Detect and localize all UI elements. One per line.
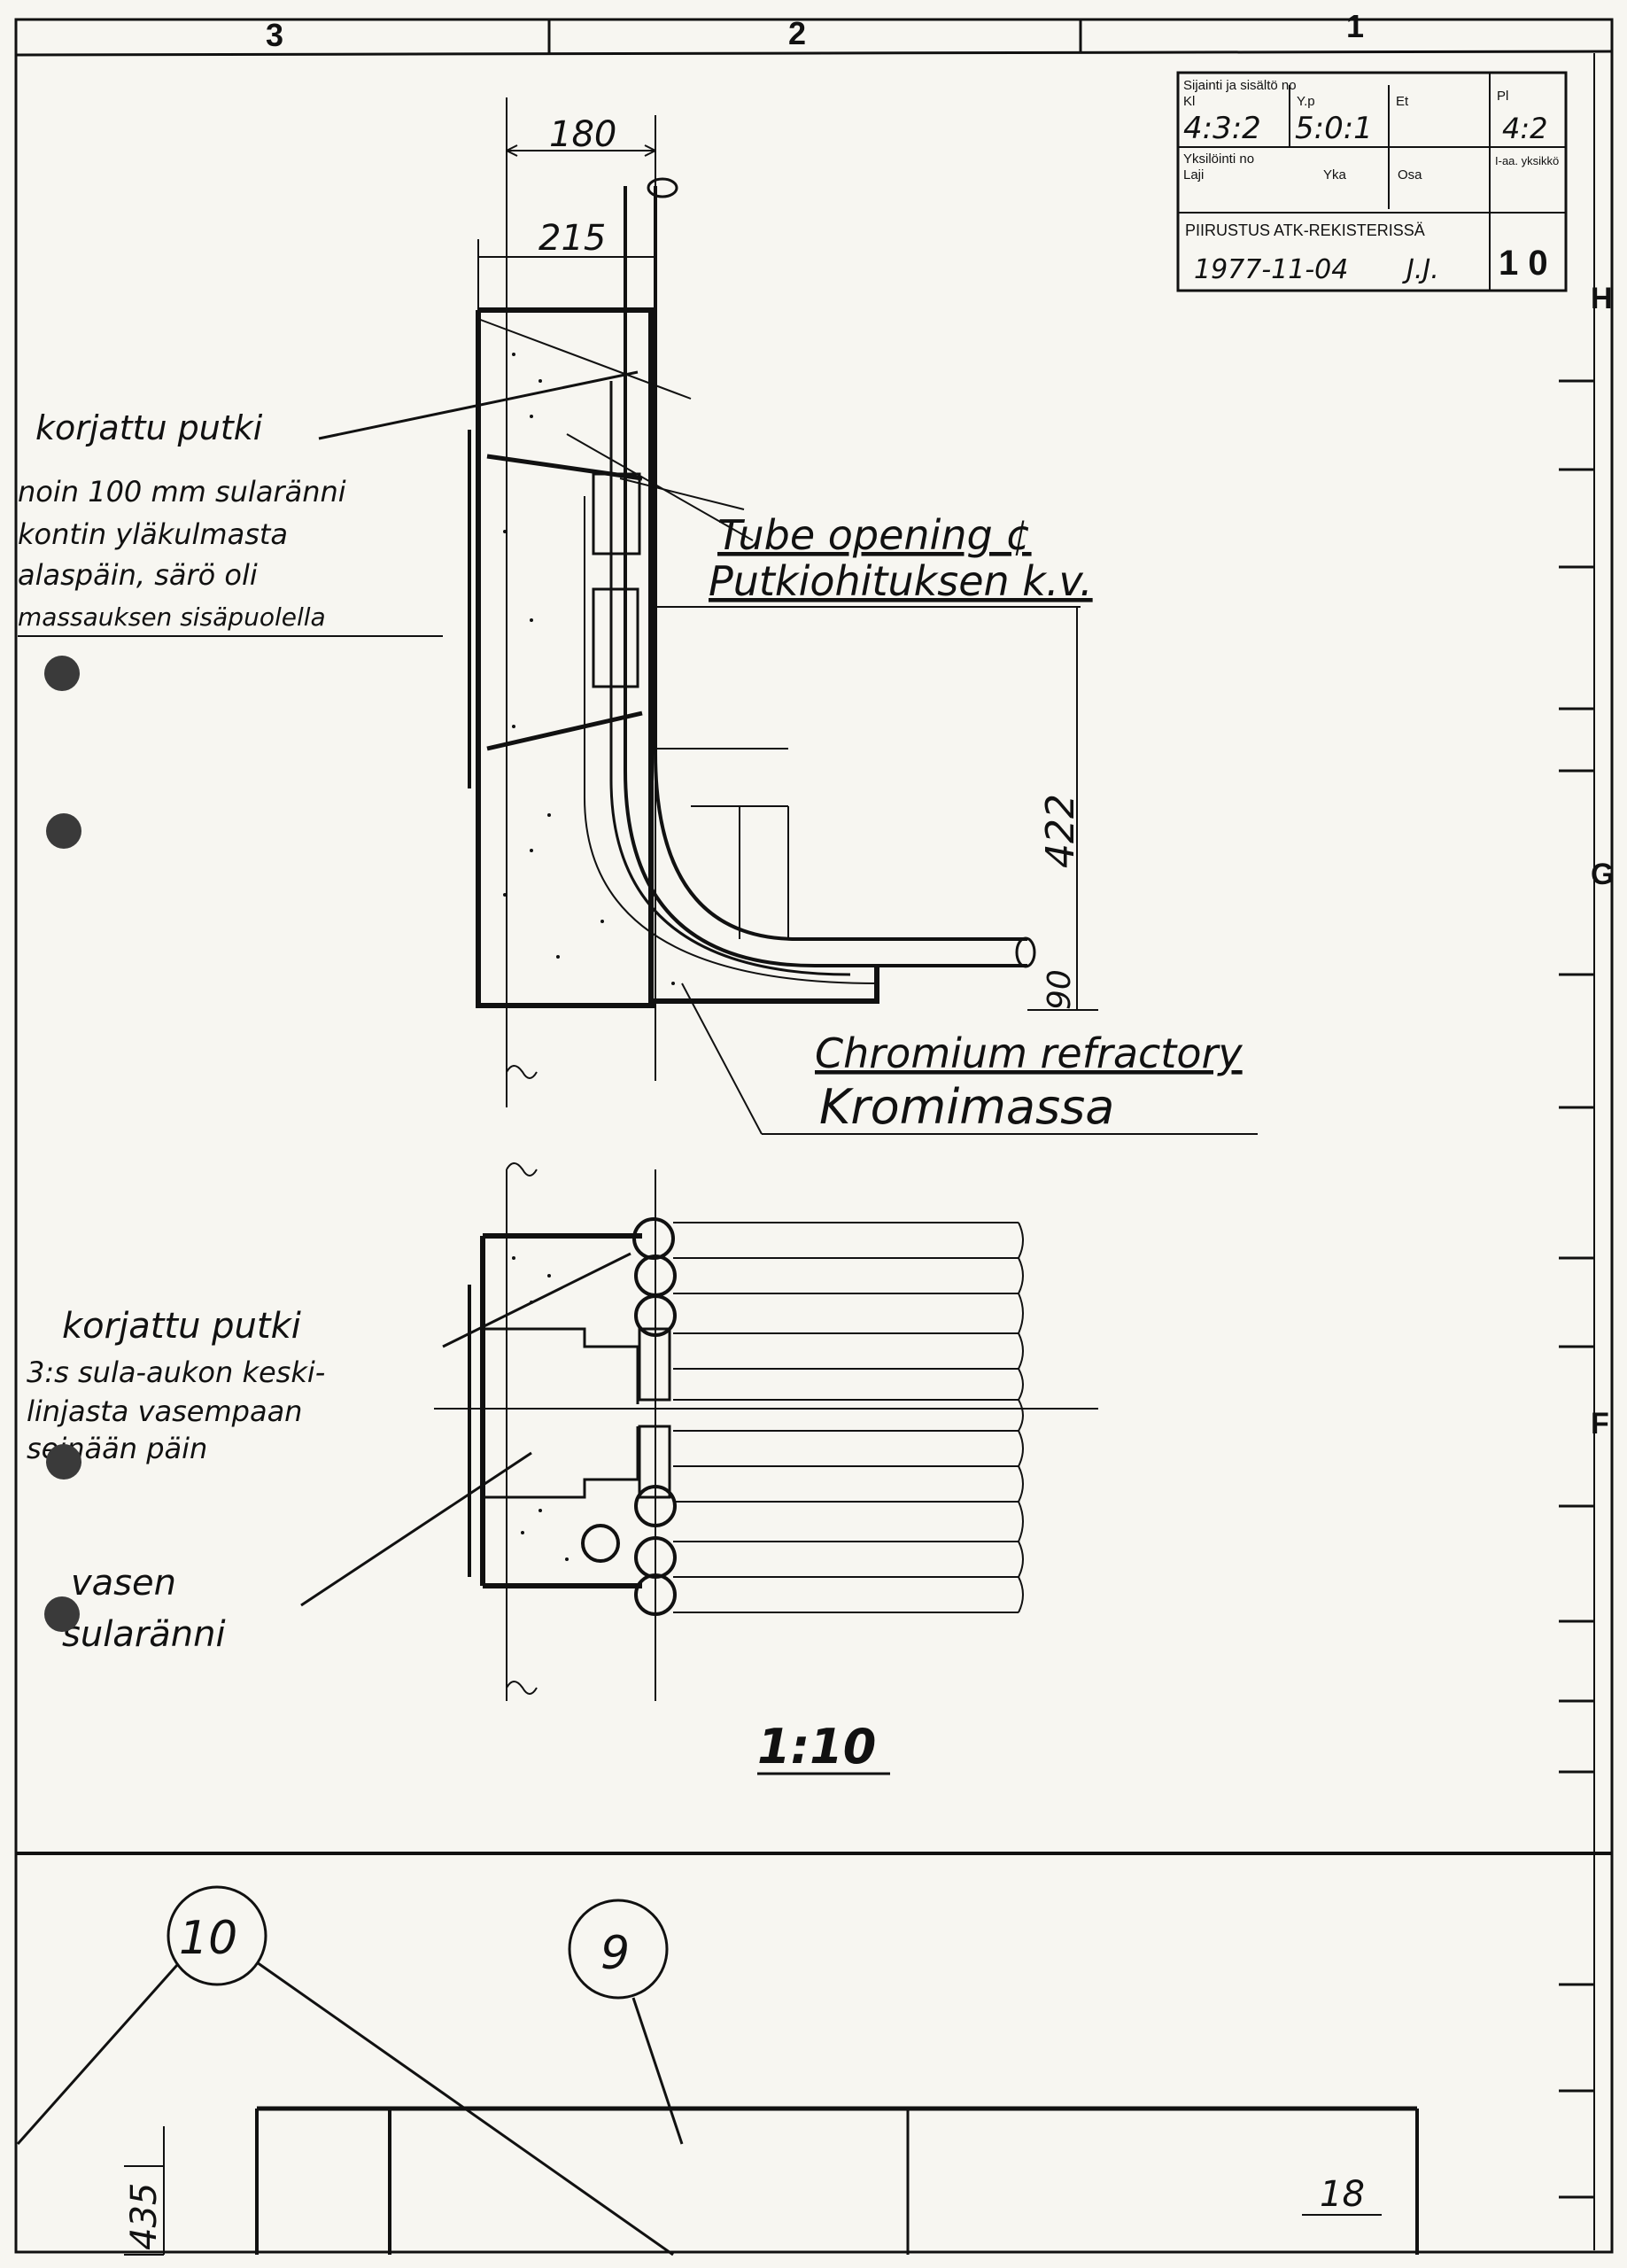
scale-label: 1:10: [757, 1719, 876, 1775]
title-block-register-number: 1 0: [1499, 244, 1548, 283]
label-chromium-mass: Kromimassa: [819, 1079, 1114, 1135]
dimension-422: 422: [1038, 794, 1083, 868]
annotation-left-runner-line1: vasen: [71, 1563, 176, 1604]
title-block-header-et: Et: [1396, 94, 1409, 109]
annotation-repaired-tube-upper-line1: noin 100 mm sularänni: [18, 475, 346, 509]
title-block-header-location: Sijainti ja sisältö no: [1183, 78, 1297, 93]
row-label-f: F: [1591, 1407, 1609, 1441]
upper-section-view: [468, 97, 1098, 1177]
punch-hole-2: [46, 813, 81, 849]
title-block: [1176, 71, 1568, 292]
title-block-header-laji: Laji: [1183, 167, 1204, 183]
row-label-h: H: [1591, 282, 1613, 315]
title-block-kl-value: 4:3:2: [1183, 111, 1261, 146]
sheet-border: [14, 18, 1614, 2254]
title-block-header-identification: Yksilöinti no: [1183, 151, 1254, 167]
punch-hole-1: [44, 656, 80, 691]
title-block-header-yka: Yka: [1323, 167, 1347, 183]
annotation-repaired-tube-upper-title: korjattu putki: [35, 408, 263, 447]
row-label-g: G: [1591, 858, 1614, 891]
title-block-yp-value: 5:0:1: [1295, 111, 1373, 146]
label-chromium-refractory: Chromium refractory: [815, 1029, 1243, 1077]
dimension-18: 18: [1320, 2174, 1365, 2215]
annotation-repaired-tube-upper-line3: alaspäin, särö oli: [18, 558, 258, 592]
balloon-label-10: 10: [179, 1912, 237, 1965]
leader-line-chromium: [681, 983, 763, 1135]
title-block-register-initials: J.J.: [1402, 254, 1439, 285]
title-block-register-label: PIIRUSTUS ATK-REKISTERISSÄ: [1185, 221, 1425, 239]
title-block-header-kl: Kl: [1183, 94, 1195, 109]
label-tube-bypass: Putkiohituksen k.v.: [709, 557, 1093, 605]
title-block-header-pl: Pl: [1497, 89, 1508, 104]
title-block-header-osa: Osa: [1398, 167, 1422, 183]
leader-line-repaired-tube-lower: [442, 1252, 631, 1348]
leader-line-left-runner: [300, 1451, 532, 1607]
punch-hole-3: [46, 1444, 81, 1480]
title-block-register-date: 1977-11-04: [1194, 254, 1348, 285]
dimension-180: 180: [549, 114, 616, 155]
punch-hole-4: [44, 1596, 80, 1632]
leader-line-repaired-tube-upper: [318, 370, 639, 440]
annotation-repaired-tube-lower-line2: linjasta vasempaan: [27, 1394, 302, 1428]
dimension-435: 435: [124, 2183, 165, 2250]
column-label-2: 2: [788, 15, 806, 51]
dimension-215: 215: [538, 218, 606, 259]
title-block-header-yp: Y.p: [1297, 94, 1315, 109]
annotation-repaired-tube-lower-title: korjattu putki: [62, 1306, 301, 1347]
dimension-90: 90: [1042, 969, 1078, 1010]
title-block-pl-value: 4:2: [1502, 112, 1548, 145]
annotation-repaired-tube-upper-line4: massauksen sisäpuolella: [18, 602, 326, 632]
column-label-3: 3: [266, 17, 283, 53]
annotation-left-runner-line2: sularänni: [62, 1614, 226, 1655]
bottom-detail: [16, 1885, 1419, 2256]
leader-line-tube-opening: [619, 478, 745, 510]
annotation-repaired-tube-upper-line2: kontin yläkulmasta: [18, 517, 288, 551]
title-block-header-unit: I-aa. yksikkö: [1495, 154, 1559, 167]
balloon-label-9: 9: [600, 1927, 630, 1980]
label-tube-opening: Tube opening ¢: [717, 511, 1032, 559]
column-label-1: 1: [1346, 8, 1364, 44]
lower-plan-view: [434, 1169, 1098, 1701]
annotation-repaired-tube-lower-line1: 3:s sula-aukon keski-: [27, 1355, 325, 1389]
